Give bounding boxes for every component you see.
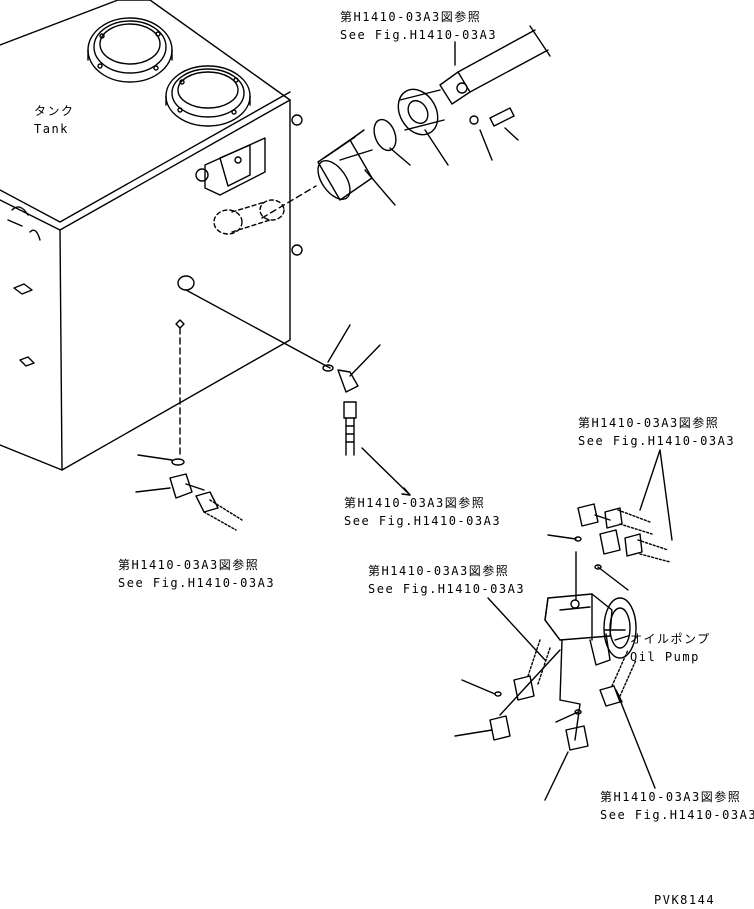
- filter-element: [262, 130, 395, 218]
- reference-label: 第H1410-03A3図参照 See Fig.H1410-03A3: [368, 562, 525, 598]
- reference-en: See Fig.H1410-03A3: [118, 576, 276, 590]
- pump-fittings-upper: [548, 504, 670, 600]
- reference-jp: 第H1410-03A3図参照: [340, 10, 482, 24]
- reference-label: 第H1410-03A3図参照 See Fig.H1410-03A3: [600, 788, 754, 824]
- return-hose: [440, 26, 550, 104]
- reference-label: 第H1410-03A3図参照 See Fig.H1410-03A3: [344, 494, 501, 530]
- reference-en: See Fig.H1410-03A3: [578, 434, 736, 448]
- filter-cover: [390, 82, 448, 165]
- reference-en: See Fig.H1410-03A3: [600, 808, 754, 822]
- o-ring: [370, 117, 410, 165]
- oil-pump-label-en: Oil Pump: [630, 650, 700, 664]
- elbow-fitting-tank-right: [323, 325, 410, 495]
- oil-pump-body: [545, 594, 636, 665]
- drain-line: [138, 320, 184, 465]
- tank-label-jp: タンク: [34, 104, 75, 118]
- tank-inspection-cover-1: [88, 18, 172, 82]
- oil-pump-leader: [615, 636, 628, 640]
- cover-bolt: [470, 108, 518, 160]
- reference-label: 第H1410-03A3図参照 See Fig.H1410-03A3: [340, 8, 497, 44]
- pump-fittings-lower: [455, 640, 636, 800]
- reference-jp: 第H1410-03A3図参照: [578, 416, 720, 430]
- reference-jp: 第H1410-03A3図参照: [600, 790, 742, 804]
- tank-label-en: Tank: [34, 122, 69, 136]
- reference-en: See Fig.H1410-03A3: [340, 28, 498, 42]
- tank-label: タンク Tank: [34, 102, 75, 138]
- tank-bracket: [14, 115, 302, 366]
- ref-leaders-pump: [488, 450, 672, 788]
- suction-port: [214, 200, 284, 234]
- reference-en: See Fig.H1410-03A3: [344, 514, 502, 528]
- tank-outlet-fitting: [178, 276, 330, 368]
- reference-jp: 第H1410-03A3図参照: [344, 496, 486, 510]
- oil-pump-label-jp: オイルポンプ: [630, 632, 711, 646]
- reference-en: See Fig.H1410-03A3: [368, 582, 526, 596]
- reference-jp: 第H1410-03A3図参照: [368, 564, 510, 578]
- tank-body: [0, 0, 290, 470]
- elbow-fitting-lower-left: [136, 474, 242, 530]
- tank-inspection-cover-2: [166, 66, 250, 126]
- oil-pump-label: オイルポンプ Oil Pump: [630, 630, 711, 666]
- reference-label: 第H1410-03A3図参照 See Fig.H1410-03A3: [118, 556, 275, 592]
- drawing-code: PVK8144: [654, 893, 716, 907]
- reference-label: 第H1410-03A3図参照 See Fig.H1410-03A3: [578, 414, 735, 450]
- reference-jp: 第H1410-03A3図参照: [118, 558, 260, 572]
